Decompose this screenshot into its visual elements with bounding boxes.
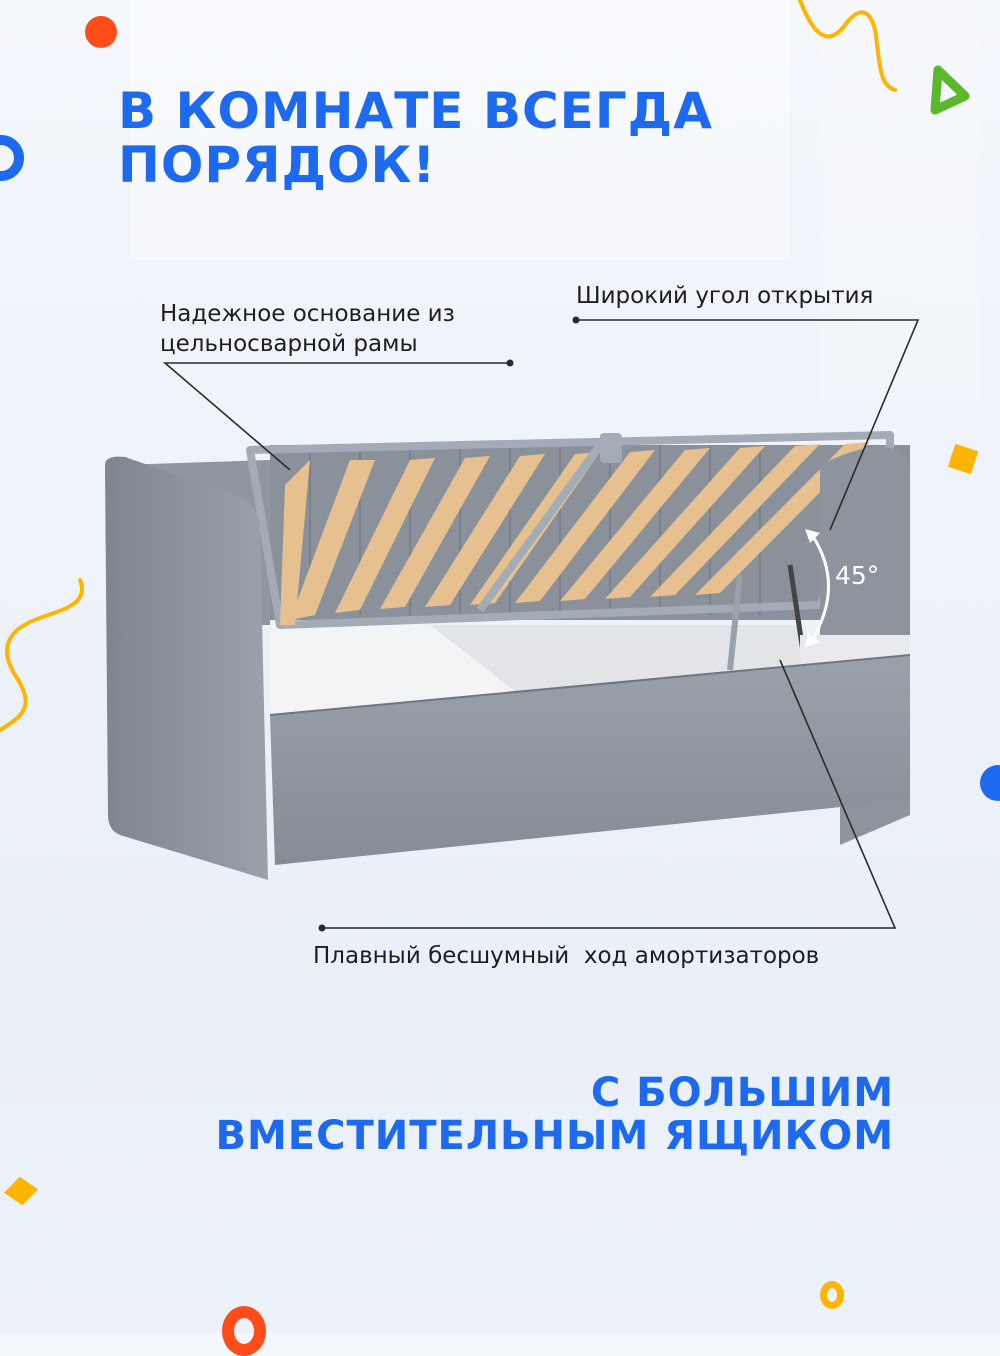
footer-headline: С БОЛЬШИМ ВМЕСТИТЕЛЬНЫМ ЯЩИКОМ [215, 1070, 894, 1160]
callout-angle: Широкий угол открытия [576, 283, 874, 309]
bed-illustration [105, 431, 911, 880]
background-panel [130, 0, 790, 260]
orange-ring-icon [222, 1306, 266, 1356]
callout-frame-line-1: Надежное основание из [160, 301, 455, 327]
angle-label: 45° [835, 561, 880, 590]
orange-dot-icon [85, 16, 117, 48]
yellow-ring-icon [820, 1281, 844, 1309]
headline: В КОМНАТЕ ВСЕГДА ПОРЯДОК! [118, 84, 713, 192]
background-panel [820, 0, 980, 400]
callout-frame-line-2: цельносварной рамы [160, 330, 418, 357]
callout-frame: Надежное основание из цельносварной рамы [160, 300, 455, 360]
green-triangle-icon [930, 65, 970, 115]
blue-dot-right-icon [980, 765, 1000, 801]
footer-headline-line-1: С БОЛЬШИМ [590, 1070, 894, 1116]
headline-line-1: В КОМНАТЕ ВСЕГДА [118, 82, 713, 140]
callout-shocks: Плавный бесшумный ход амортизаторов [313, 943, 820, 969]
footer-headline-line-2: ВМЕСТИТЕЛЬНЫМ ЯЩИКОМ [215, 1113, 894, 1160]
yellow-squiggle-left-icon [0, 578, 84, 732]
headline-line-2: ПОРЯДОК! [118, 136, 437, 194]
yellow-squiggle-arrow-icon [798, 0, 970, 115]
blue-ring-icon [0, 135, 24, 181]
